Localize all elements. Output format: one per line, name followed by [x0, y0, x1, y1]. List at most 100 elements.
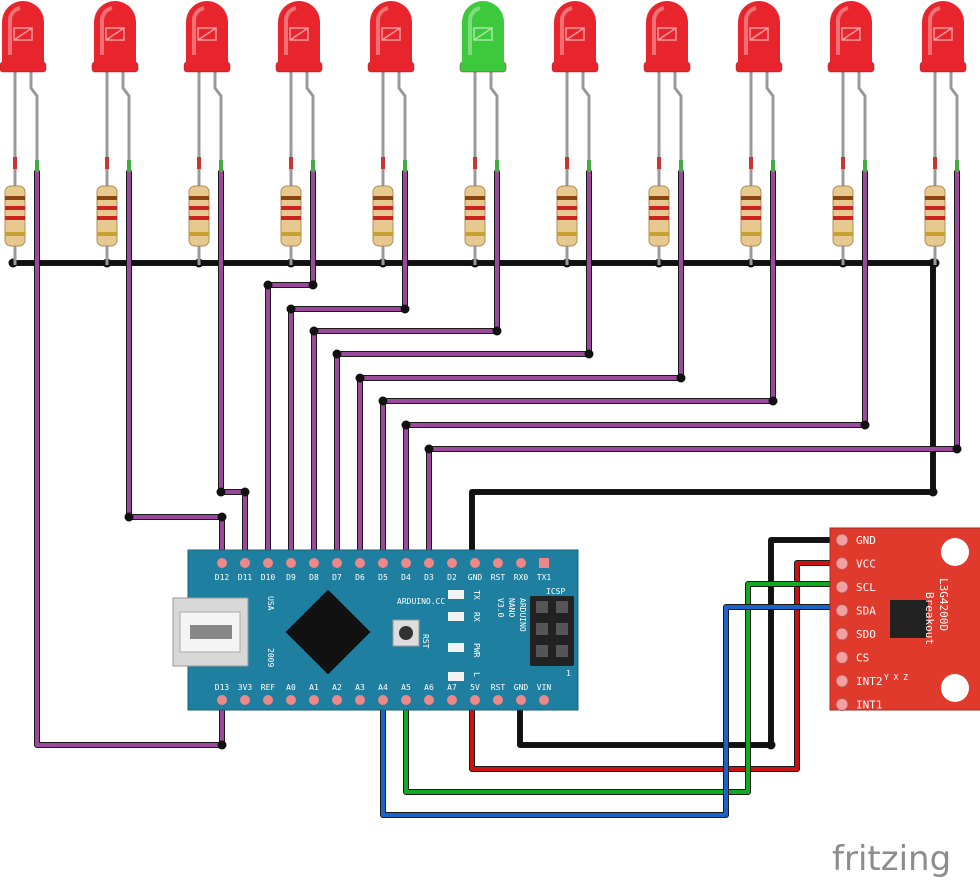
arduino-bottom-pin-GND: GND [514, 683, 529, 705]
wire-led9-d5-outline [380, 169, 776, 565]
led-anode-leg [121, 70, 131, 172]
arduino-bottom-pin-REF: REF [261, 683, 275, 705]
icsp-label: ICSP [546, 587, 565, 596]
led-5 [367, 1, 415, 265]
resistor-band-4 [189, 232, 209, 236]
arduino-top-pin-D2: D2 [447, 558, 457, 582]
led-anode-leg [397, 70, 407, 172]
pin-label-bottom: A4 [378, 683, 388, 692]
resistor-band-1 [189, 196, 209, 200]
pin-pad [286, 558, 296, 568]
icsp-pin [536, 645, 548, 657]
arduino-top-pin-D12: D12 [215, 558, 230, 582]
led-8 [643, 1, 691, 265]
pin-label-top: RST [491, 573, 506, 582]
pin-pad [217, 695, 227, 705]
icsp-pin [556, 623, 568, 635]
led-anode-leg [949, 70, 959, 172]
breakout-pin-INT1: INT1 [835, 698, 883, 712]
resistor-band-1 [373, 196, 393, 200]
resistor-band-3 [649, 216, 669, 220]
resistor-band-1 [833, 196, 853, 200]
led-leg-marker-green [771, 160, 775, 172]
resistor-band-4 [833, 232, 853, 236]
led-highlight [744, 6, 757, 55]
led-dome [370, 1, 412, 64]
arduino-top-pin-D8: D8 [309, 558, 319, 582]
usb-port-tongue [190, 625, 232, 639]
led-die-glyph [657, 27, 677, 41]
wire-led4-d10 [266, 170, 315, 564]
arduino-bottom-pin-A2: A2 [332, 683, 342, 705]
led-die-glyph [289, 27, 309, 41]
arduino-bottom-pin-A5: A5 [401, 683, 411, 705]
breakout-pin-CS: CS [835, 651, 869, 665]
resistor-band-4 [649, 232, 669, 236]
breakout-pin-pad [835, 674, 849, 688]
led-dome [186, 1, 228, 64]
resistor-band-4 [557, 232, 577, 236]
led-11 [919, 1, 967, 265]
breakout-subtitle: Breakout [923, 592, 936, 645]
mount-hole-bottom [941, 674, 969, 702]
wire-led5-bend2 [286, 304, 296, 314]
led-die-glyph [565, 27, 585, 41]
pin-label-top: D10 [261, 573, 276, 582]
breakout-pin-VCC: VCC [835, 557, 876, 571]
led-die-glyph [749, 27, 769, 41]
wire-led7-bend2 [332, 349, 342, 359]
led-leg-marker-green [495, 160, 499, 172]
wire-led9-bend2 [378, 396, 388, 406]
led-leg-marker-red [381, 157, 385, 169]
resistor-6 [464, 185, 486, 247]
pin-pad [332, 695, 342, 705]
wire-a5-scl [404, 582, 844, 794]
breakout-pin-pad [835, 627, 849, 641]
resistor-band-4 [373, 232, 393, 236]
pin-label-bottom: GND [514, 683, 529, 692]
led-anode-leg [857, 70, 867, 172]
arduino-bottom-pin-3V3: 3V3 [238, 683, 252, 705]
led-leg-marker-green [311, 160, 315, 172]
resistor-band-2 [557, 206, 577, 210]
led-die-glyph [381, 27, 401, 41]
wire-led3-d11-outline [218, 169, 248, 565]
led-leg-marker-red [289, 157, 293, 169]
wire-led2-bend2 [217, 512, 227, 522]
resistor-band-3 [925, 216, 945, 220]
led-leg-marker-green [403, 160, 407, 172]
pin-label-top: D8 [309, 573, 319, 582]
pin-label-bottom: A0 [286, 683, 296, 692]
pin-label-bottom: A7 [447, 683, 457, 692]
status-led-1 [448, 590, 464, 599]
arduino-nano: D12D13D113V3D10REFD9A0D8A1D7A2D6A3D5A4D4… [172, 549, 579, 711]
pin-label-top: D2 [447, 573, 457, 582]
pin-label-top: D3 [424, 573, 434, 582]
pin-pad [309, 558, 319, 568]
arduino-top-pin-D9: D9 [286, 558, 296, 582]
year-label: 2009 [266, 648, 275, 667]
status-led-label-RX: RX [472, 612, 481, 622]
wire-led3-bend2 [240, 487, 250, 497]
pin-label-top: D12 [215, 573, 230, 582]
led-anode-leg [673, 70, 683, 172]
arduino-bottom-pin-VIN: VIN [537, 683, 552, 705]
resistor-band-3 [373, 216, 393, 220]
resistor-band-2 [97, 206, 117, 210]
pin-label-top: D5 [378, 573, 388, 582]
pin-label-bottom: VIN [537, 683, 552, 692]
pin-pad [447, 558, 457, 568]
breakout-pin-label: CS [856, 652, 869, 665]
breakout-pin-SCL: SCL [835, 580, 876, 594]
pin-label-bottom: A2 [332, 683, 342, 692]
pin-pad [263, 695, 273, 705]
resistor-band-2 [741, 206, 761, 210]
pin-label-bottom: A3 [355, 683, 365, 692]
icsp-pin [556, 601, 568, 613]
reset-button-cap [399, 626, 413, 640]
pin-pad [355, 558, 365, 568]
led-anode-leg [305, 70, 315, 172]
icsp-pin [536, 601, 548, 613]
status-led-4 [448, 672, 464, 681]
pin-pad [401, 558, 411, 568]
